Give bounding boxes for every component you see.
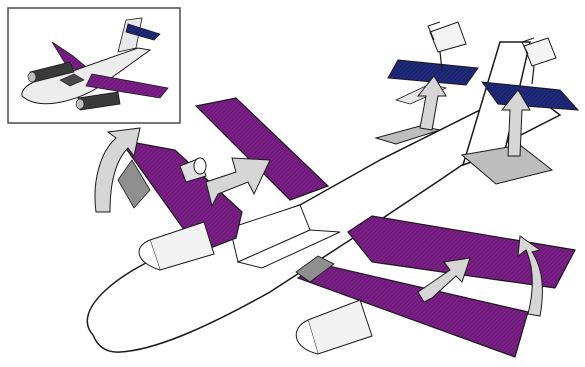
inset-airplane-icon — [8, 8, 180, 123]
rotation-arrow-icon — [206, 158, 270, 206]
engine-nacelle-icon — [296, 300, 372, 354]
